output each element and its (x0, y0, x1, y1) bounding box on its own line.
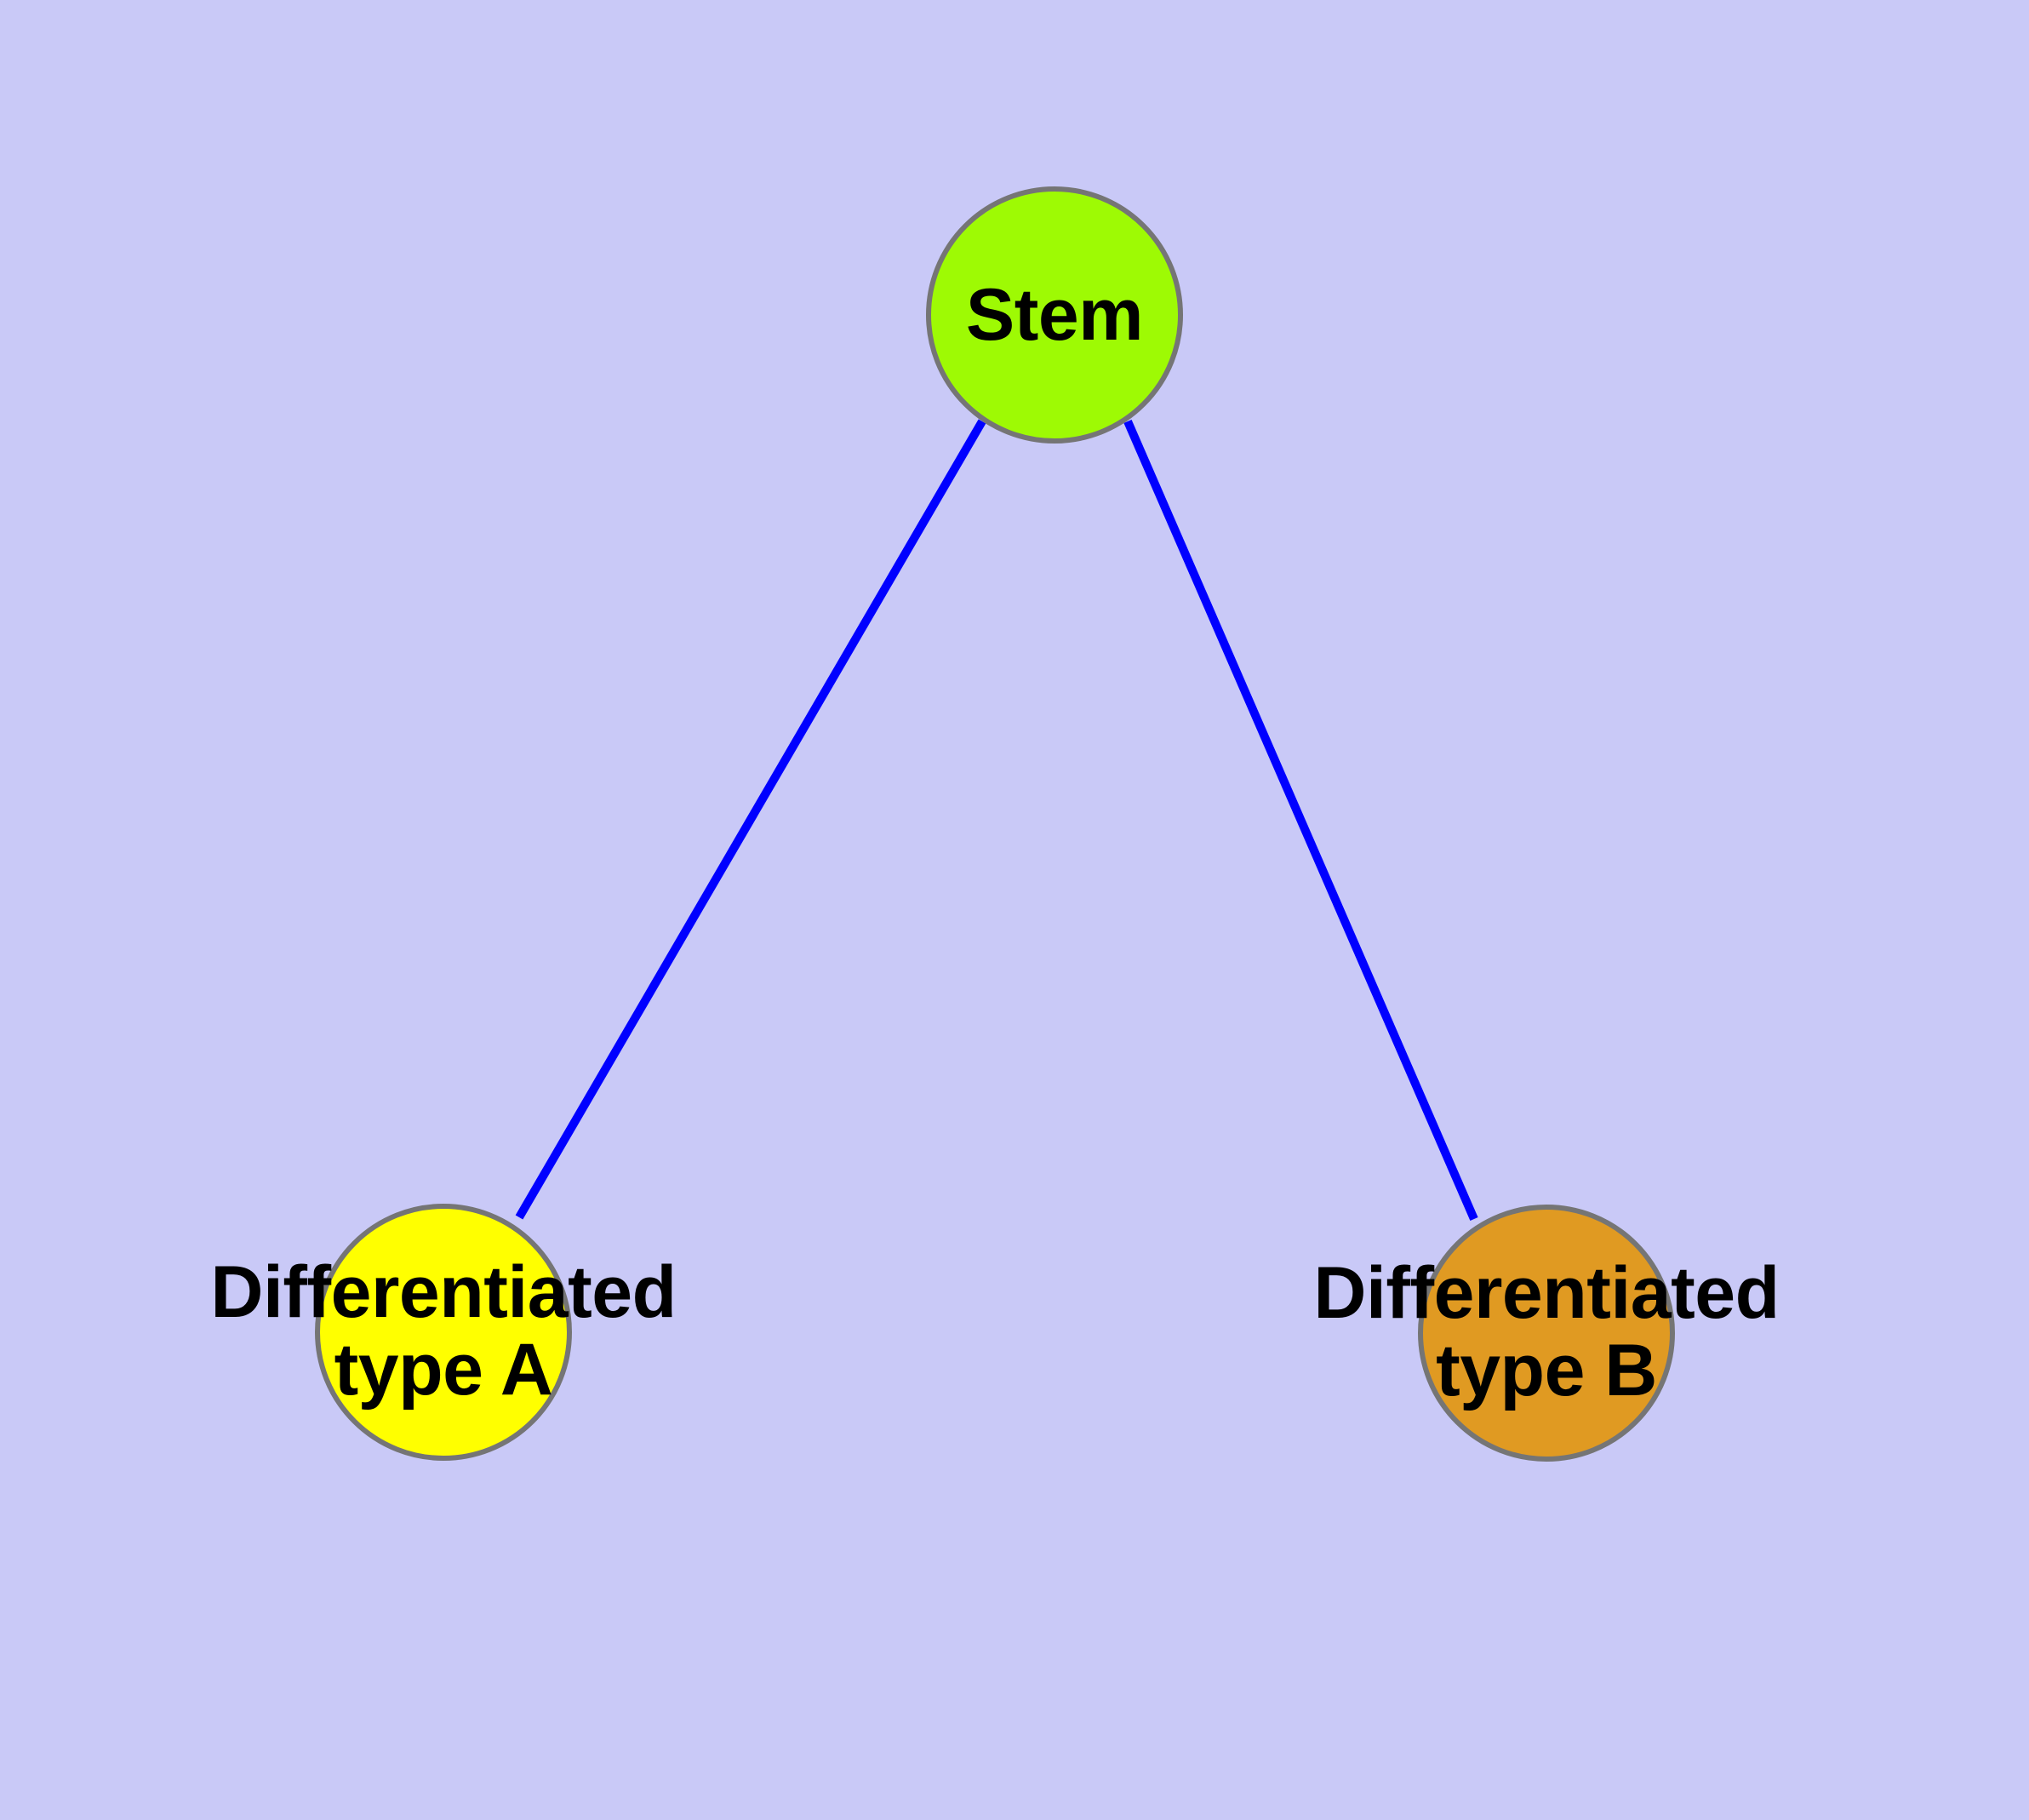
edge-stem-to-differentiated-type-a (515, 419, 986, 1220)
node-stem[interactable] (926, 186, 1183, 444)
node-differentiated-type-b[interactable] (1418, 1205, 1675, 1462)
node-differentiated-type-a[interactable] (315, 1204, 572, 1461)
edge-stem-to-differentiated-type-b (1123, 420, 1478, 1221)
